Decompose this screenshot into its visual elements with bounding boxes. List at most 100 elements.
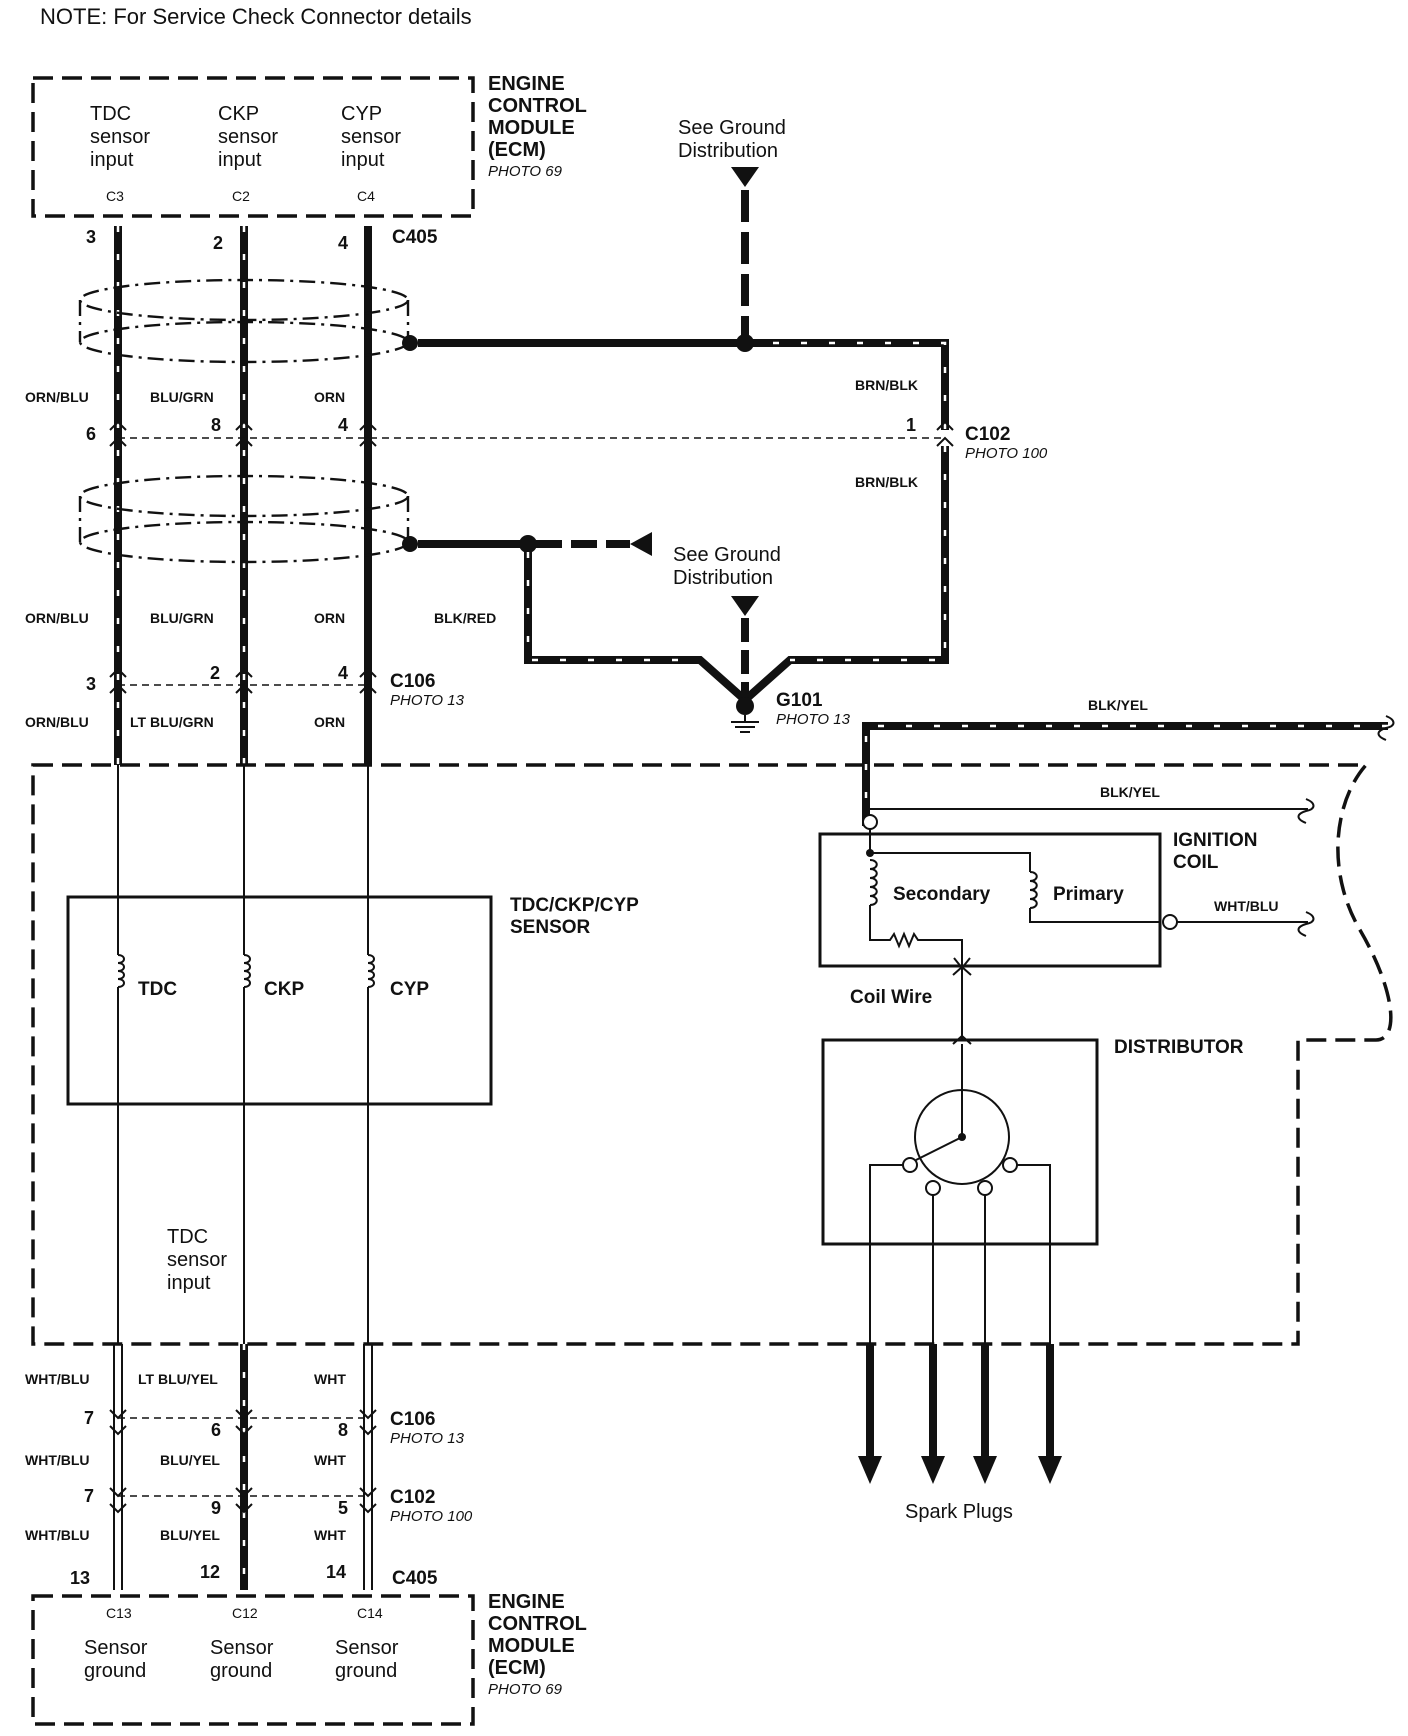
shield-1-drain — [402, 335, 418, 351]
ecm-top-input-2-l1: CKP — [218, 103, 259, 125]
coil-secondary — [869, 859, 878, 906]
label-lt-blu-grn: LT BLU/GRN — [130, 714, 214, 730]
sensor-title-1: TDC/CKP/CYP — [510, 895, 639, 916]
c106-top-label: C106 — [390, 671, 435, 692]
c106-bottom-pin-8: 8 — [338, 1420, 348, 1440]
distributor: DISTRIBUTOR — [821, 1037, 1244, 1344]
label-brn-blk-2: BRN/BLK — [855, 474, 918, 490]
c102-bottom-pin-5: 5 — [338, 1498, 348, 1518]
distributor-cap — [914, 1089, 1010, 1185]
shield-1-ground-wire: See Ground Distribution — [418, 117, 949, 430]
c405-bottom-label: C405 — [392, 1568, 438, 1589]
coil-wire-label: Coil Wire — [850, 987, 932, 1008]
ecm-top-title-1: ENGINE — [488, 73, 565, 95]
c102-top-pin-8: 8 — [211, 415, 221, 435]
ignition-coil-title-1: IGNITION — [1173, 830, 1257, 851]
label-wht-2: WHT — [314, 1452, 346, 1468]
distributor-label: DISTRIBUTOR — [1114, 1037, 1244, 1058]
ground-arrow-mid-down — [731, 596, 759, 616]
label-orn-blu-2: ORN/BLU — [25, 610, 89, 626]
ecm-bottom-pin-c13: C13 — [106, 1605, 132, 1621]
ground-distribution-mid: See Ground Distribution — [673, 544, 781, 700]
ecm-bottom-title-2: CONTROL — [488, 1613, 587, 1635]
sensor-coil-ckp-label: CKP — [264, 979, 304, 1000]
ignition-coil: WHT/BLU Secondary Primary IGNITION COIL — [818, 814, 1315, 970]
label-wht-blu-1: WHT/BLU — [25, 1371, 90, 1387]
ground-g101: G101 PHOTO 13 — [731, 690, 851, 733]
ecm-bottom-pin-c12: C12 — [232, 1605, 258, 1621]
label-orn-1: ORN — [314, 389, 345, 405]
ecm-top-input-1-l2: sensor — [90, 126, 150, 148]
shield-2 — [78, 474, 748, 703]
g101-photo: PHOTO 13 — [776, 711, 851, 728]
ground-dist-mid-l2: Distribution — [673, 567, 773, 589]
g101-label: G101 — [776, 690, 823, 711]
c102-top-pin-6: 6 — [86, 424, 96, 444]
label-wht-blu-3: WHT/BLU — [25, 1527, 90, 1543]
ecm-top-input-3-l2: sensor — [341, 126, 401, 148]
label-orn-blu-1: ORN/BLU — [25, 389, 89, 405]
ecm-bottom-photo: PHOTO 69 — [488, 1681, 563, 1698]
label-blu-grn-1: BLU/GRN — [150, 389, 214, 405]
coil-wire: Coil Wire — [850, 965, 972, 1045]
ignition-coil-title-2: COIL — [1173, 852, 1219, 873]
c106-top-pin-3: 3 — [86, 674, 96, 694]
distributor-box — [821, 1038, 1099, 1246]
ignition-coil-box — [818, 832, 1162, 968]
c106-bottom-pin-7: 7 — [84, 1408, 94, 1428]
c106-bottom-photo: PHOTO 13 — [390, 1430, 465, 1447]
wire-labels-row-5: WHT/BLU BLU/YEL WHT — [25, 1452, 346, 1468]
wire-brn-blk-lower: BRN/BLK — [742, 446, 949, 703]
ecm-bottom-title-1: ENGINE — [488, 1591, 565, 1613]
c102-top-pin-4: 4 — [338, 415, 348, 435]
blk-yel-feed: BLK/YEL BLK/YEL — [862, 697, 1395, 826]
ecm-top-photo: PHOTO 69 — [488, 163, 563, 180]
ecm-bottom-pin-c14: C14 — [357, 1605, 383, 1621]
coil-primary-label: Primary — [1053, 884, 1124, 905]
ecm-top-title-3: MODULE — [488, 117, 575, 139]
ecm-bottom-input-2-l1: Sensor — [210, 1637, 274, 1659]
ground-dist-top-l1: See Ground — [678, 117, 786, 139]
ecm-top-title-4: (ECM) — [488, 139, 546, 161]
ecm-bottom-input-3-l2: ground — [335, 1660, 397, 1682]
sensor-wires-bottom — [113, 1344, 373, 1590]
c102-top-label: C102 — [965, 424, 1010, 445]
ecm-top-pin-c4: C4 — [357, 188, 375, 204]
c102-bottom-label: C102 — [390, 1487, 435, 1508]
c106-top-photo: PHOTO 13 — [390, 692, 465, 709]
ecm-top: ENGINE CONTROL MODULE (ECM) PHOTO 69 TDC… — [31, 73, 587, 218]
coil-secondary-label: Secondary — [893, 884, 991, 905]
ecm-top-title-2: CONTROL — [488, 95, 587, 117]
ecm-top-input-1-l3: input — [90, 149, 134, 171]
label-wht-blu-coil: WHT/BLU — [1214, 898, 1279, 914]
ground-dist-top-l2: Distribution — [678, 140, 778, 162]
label-blk-yel-1: BLK/YEL — [1088, 697, 1148, 713]
c405-bottom-pin-12: 12 — [200, 1562, 220, 1582]
label-blu-yel-1: BLU/YEL — [160, 1452, 220, 1468]
ground-arrow-top — [731, 167, 759, 187]
c102-top-photo: PHOTO 100 — [965, 445, 1048, 462]
sensor-title-2: SENSOR — [510, 917, 591, 938]
connector-c106-top: 3 2 4 C106 PHOTO 13 — [86, 663, 465, 709]
sensor-box — [66, 895, 493, 1106]
connector-c405-bottom: 13 12 14 C405 — [70, 1562, 438, 1589]
label-lt-blu-yel: LT BLU/YEL — [138, 1371, 218, 1387]
resistor — [869, 905, 963, 970]
ecm-bottom-input-3-l1: Sensor — [335, 1637, 399, 1659]
ground-arrow-mid — [630, 532, 652, 556]
label-blk-red: BLK/RED — [434, 610, 496, 626]
sensor-coil-cyp-label: CYP — [390, 979, 429, 1000]
c405-bottom-pin-14: 14 — [326, 1562, 346, 1582]
connector-c405-top: 3 2 4 C405 — [86, 227, 438, 253]
label-wht-blu-2: WHT/BLU — [25, 1452, 90, 1468]
wire-labels-row-2: ORN/BLU BLU/GRN ORN BLK/RED — [25, 610, 496, 626]
wire-labels-row-4: WHT/BLU LT BLU/YEL WHT — [25, 1371, 346, 1387]
shield-1 — [78, 278, 418, 364]
c405-top-pin-2: 2 — [213, 233, 223, 253]
wire-labels-row-1: ORN/BLU BLU/GRN ORN BRN/BLK — [25, 377, 918, 405]
ecm-top-input-3-l3: input — [341, 149, 385, 171]
coil-primary — [1029, 871, 1038, 909]
tdc-input-note: TDC sensor input — [167, 1226, 227, 1294]
label-brn-blk-1: BRN/BLK — [855, 377, 918, 393]
